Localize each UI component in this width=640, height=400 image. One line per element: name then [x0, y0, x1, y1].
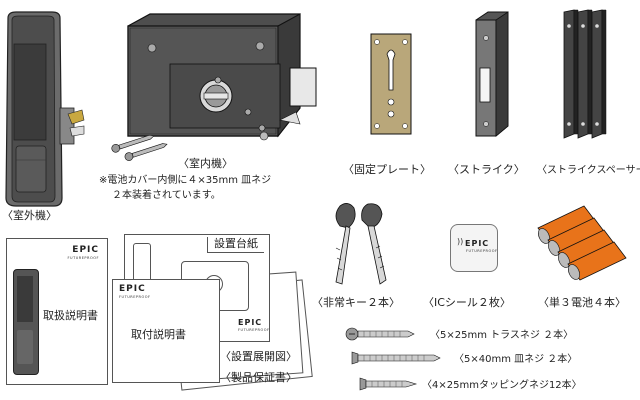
sheet-brand-sub: FUTUREPROOF [238, 328, 270, 332]
manual-device-image [13, 269, 39, 375]
fixing-plate-label: 〈固定プレート〉 [343, 163, 431, 176]
installation-paper-title: 設置台紙 [207, 237, 264, 253]
install-manual-title: 取付説明書 [131, 328, 186, 341]
ic-seal-card: )) EPIC FUTUREPROOF [450, 224, 498, 272]
indoor-unit-note-2: ２本装着されています。 [112, 190, 221, 201]
tapping-screw-icon [359, 377, 418, 391]
screw-label-2: 〈5×40mm 皿ネジ ２本〉 [454, 354, 578, 365]
indoor-unit-image [127, 13, 317, 141]
countersunk-screw-icon [351, 351, 441, 365]
manual-brand-sub: FUTUREPROOF [67, 256, 99, 260]
outdoor-unit-label: 〈室外機〉 [2, 209, 57, 222]
screw-label-1: 〈5×25mm トラスネジ ２本〉 [430, 330, 574, 341]
install-manual-brand-sub: FUTUREPROOF [119, 295, 151, 299]
sheet-brand: EPIC [238, 318, 263, 327]
ic-wave-icon: )) [457, 237, 464, 246]
ic-seal-label: 〈ICシール２枚〉 [423, 296, 511, 309]
ic-seal-brand: EPIC [465, 239, 490, 248]
indoor-unit-label: 〈室内機〉 [178, 157, 233, 170]
deploy-diagram-label: 〈設置展開図〉 [220, 350, 297, 363]
emergency-key-image [335, 203, 387, 285]
manual-title: 取扱説明書 [43, 309, 98, 322]
ic-seal-brand-sub: FUTUREPROOF [466, 249, 498, 253]
battery-1 [537, 205, 597, 245]
warranty-label: 〈製品保証書〉 [220, 371, 297, 384]
strike-label: 〈ストライク〉 [448, 163, 525, 176]
install-manual-brand: EPIC [119, 284, 146, 294]
emergency-key-label: 〈非常キー２本〉 [312, 296, 400, 309]
outdoor-unit-image [5, 11, 85, 207]
strike-spacer-image [563, 9, 607, 139]
strike-spacer-label: 〈ストライクスペーサー〉 [537, 165, 640, 176]
strike-image [475, 11, 509, 137]
truss-screw-icon [345, 327, 415, 341]
fixing-plate-image [370, 33, 412, 135]
screw-label-3: 〈4×25mmタッピングネジ12本〉 [422, 380, 582, 391]
manual-brand: EPIC [72, 245, 99, 255]
indoor-unit-note-1: ※電池カバー内側に４×35mm 皿ネジ [99, 175, 272, 186]
batteries-image [537, 205, 627, 281]
installation-manual: EPIC FUTUREPROOF 取付説明書 [112, 279, 220, 383]
indoor-unit-screws [111, 134, 168, 161]
instruction-manual: EPIC FUTUREPROOF 取扱説明書 [6, 238, 108, 385]
batteries-label: 〈単３電池４本〉 [538, 296, 626, 309]
battery-4 [567, 241, 627, 281]
